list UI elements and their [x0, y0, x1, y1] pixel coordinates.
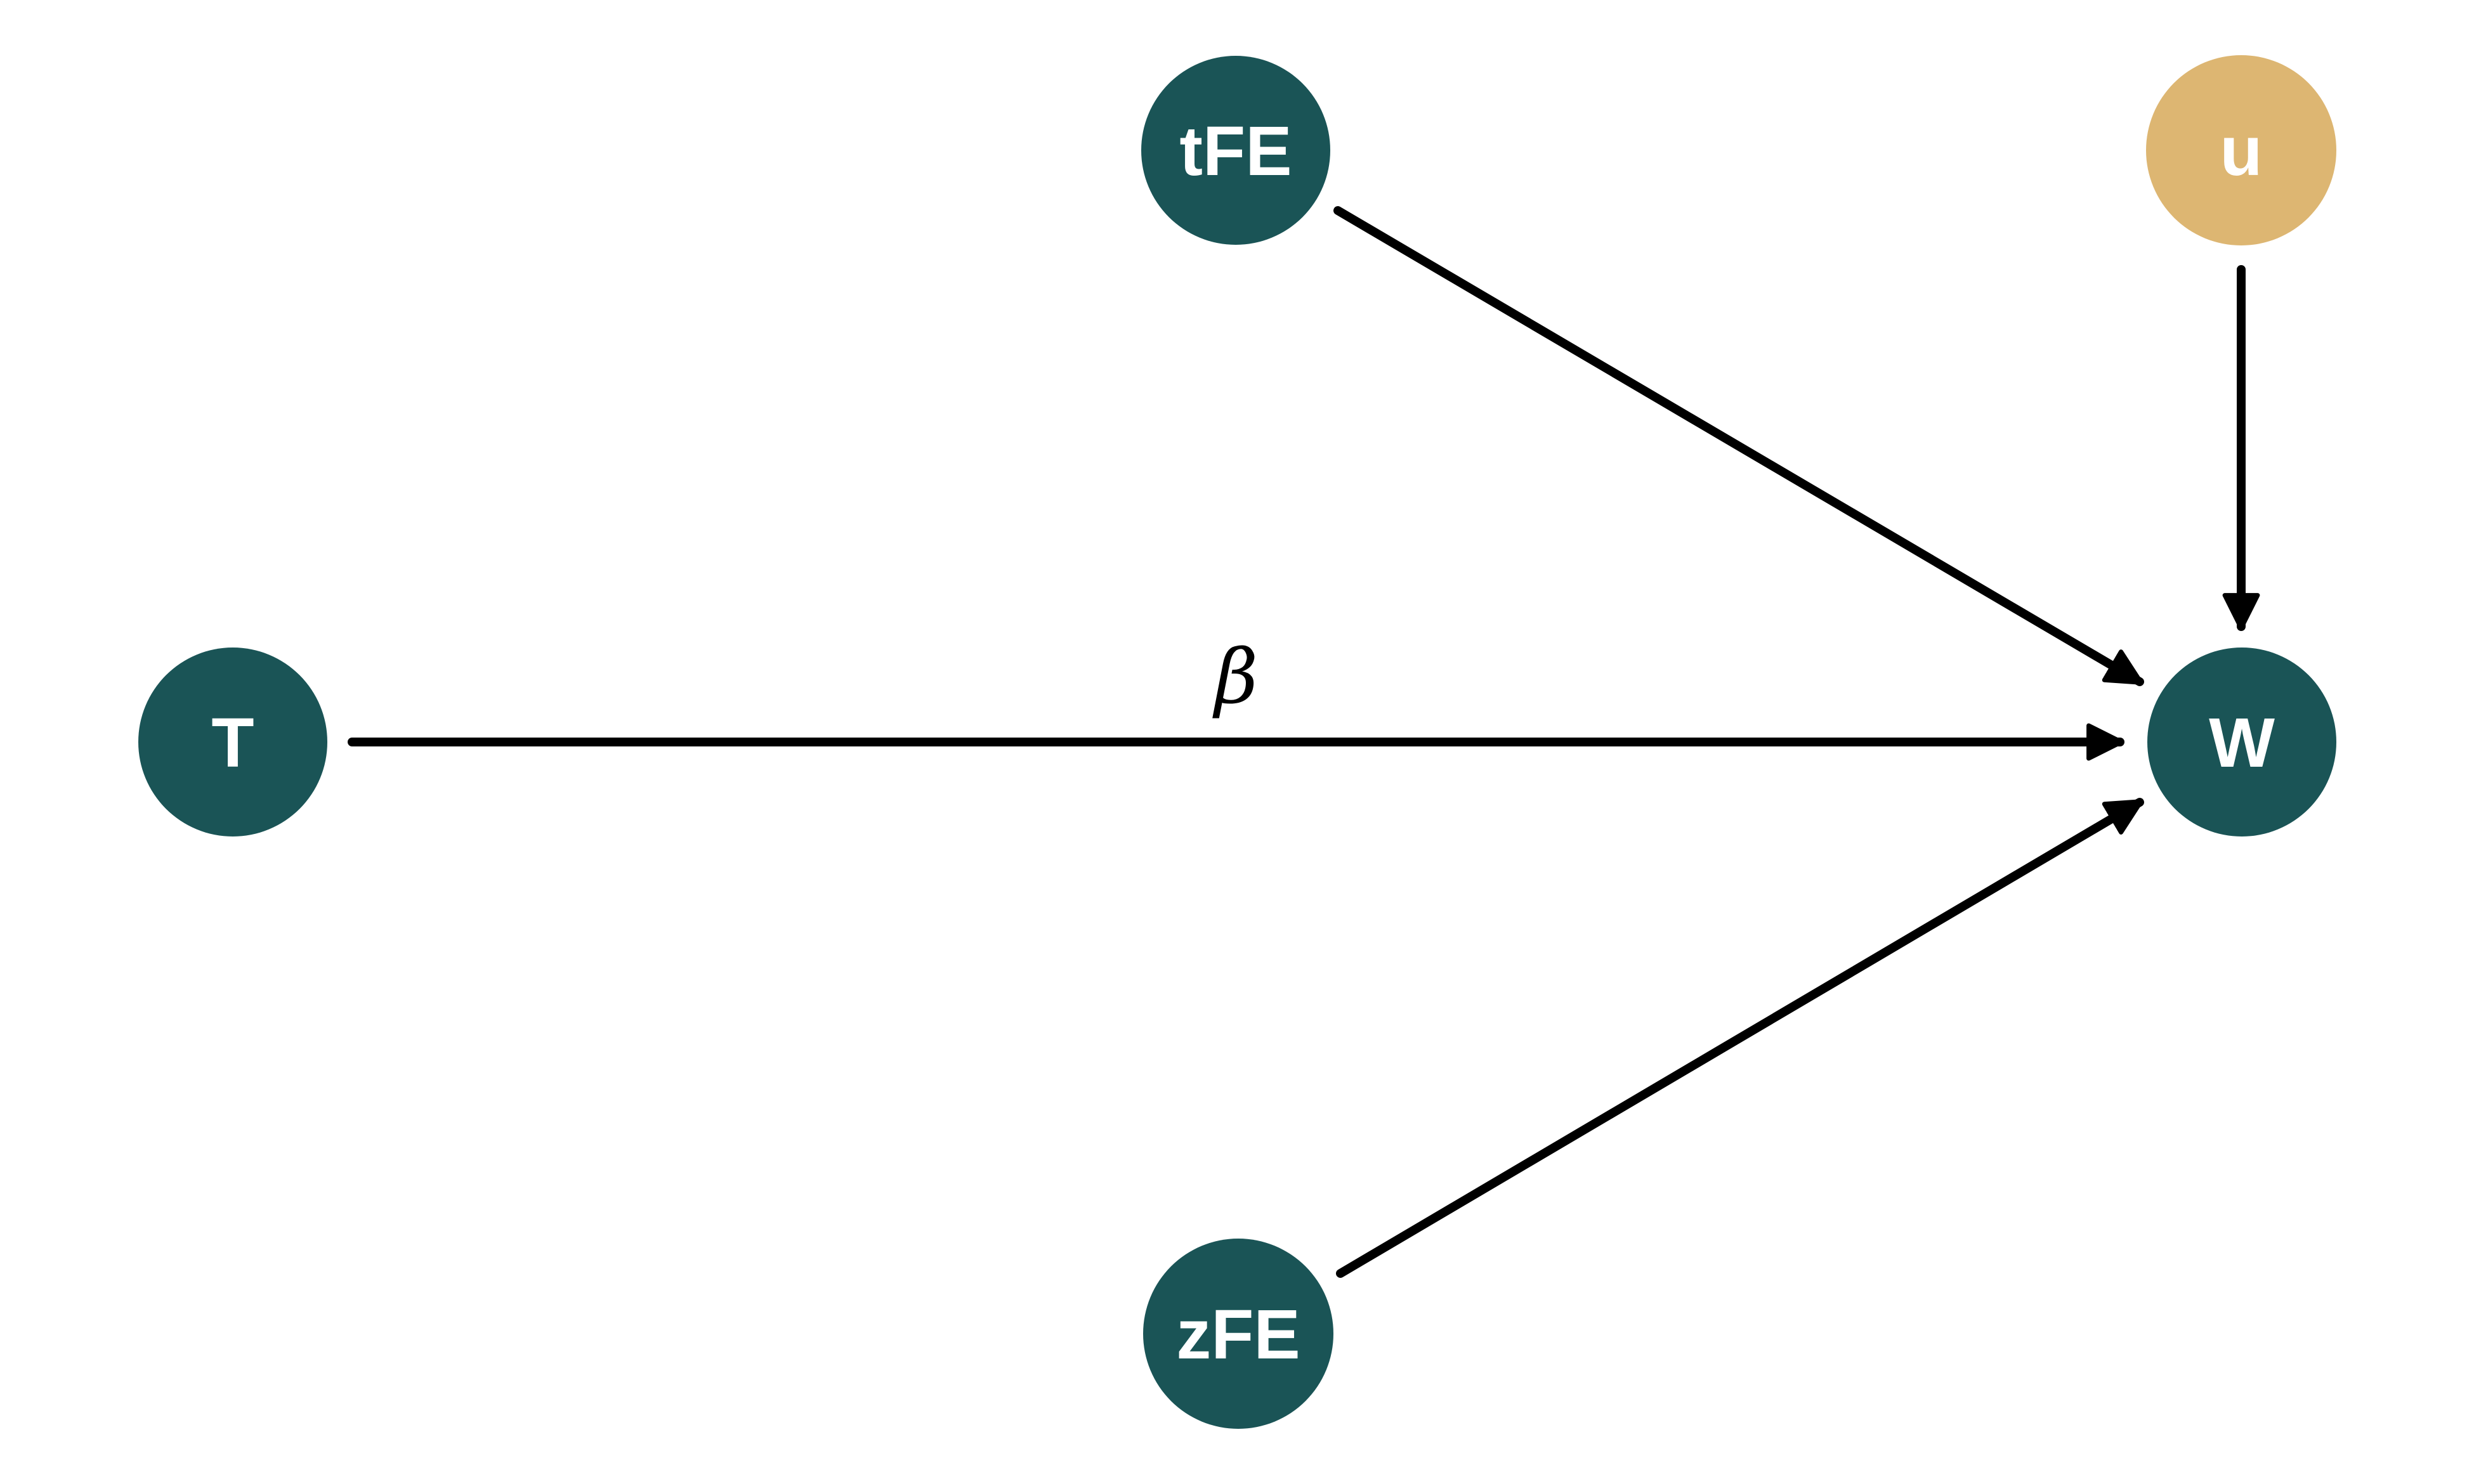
node-W: W	[2147, 648, 2336, 836]
edge-tFE-to-W	[1333, 206, 2144, 686]
node-u: u	[2146, 55, 2336, 245]
node-zFE-label: zFE	[1176, 1296, 1300, 1374]
node-tFE-label: tFE	[1179, 112, 1292, 190]
node-zFE: zFE	[1143, 1239, 1333, 1429]
node-W-label: W	[2209, 704, 2275, 782]
node-T-circle	[138, 648, 327, 836]
node-tFE-circle	[1141, 56, 1330, 245]
node-u-circle	[2146, 55, 2336, 245]
node-W-circle	[2147, 648, 2336, 836]
node-T-label: T	[211, 704, 254, 782]
edge-T-to-W-label: β	[1212, 633, 1258, 720]
node-zFE-circle	[1143, 1239, 1333, 1429]
edge-zFE-to-W	[1336, 798, 2144, 1278]
node-tFE: tFE	[1141, 56, 1330, 245]
node-T: T	[138, 648, 327, 836]
node-u-label: u	[2220, 112, 2262, 190]
